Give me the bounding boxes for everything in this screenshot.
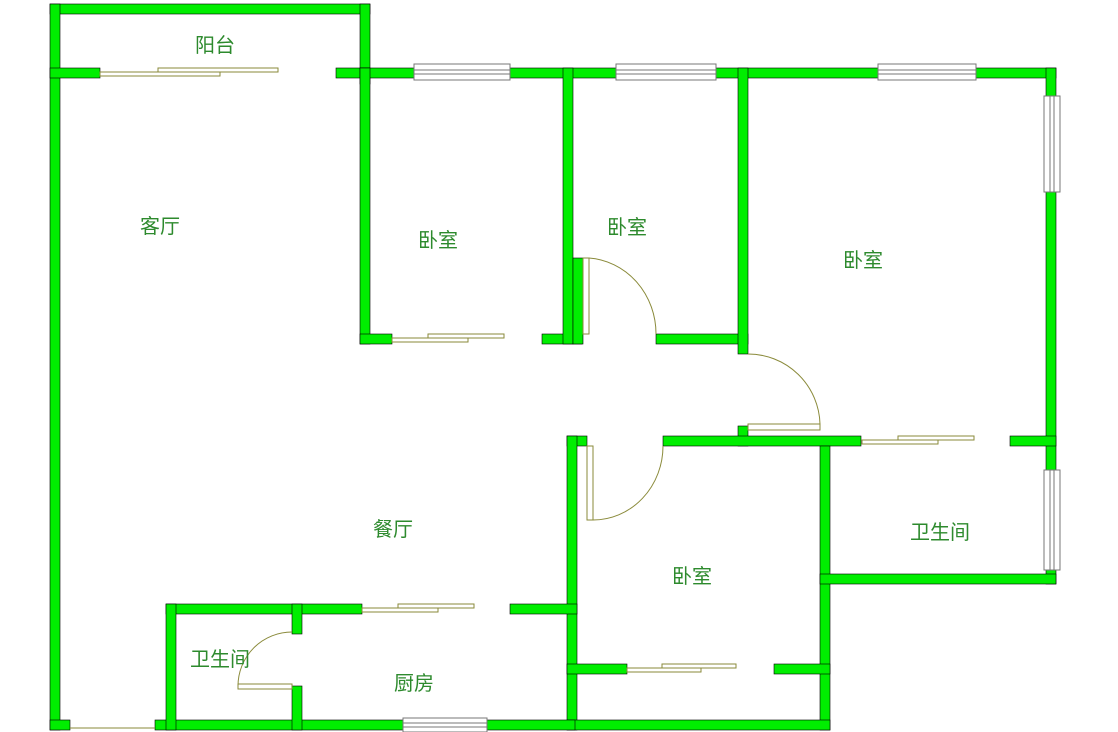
door-swing-arc [747,353,821,425]
sliding-door-panel [361,607,439,613]
sliding-door-panel [99,71,221,77]
window [877,63,977,81]
wall-segment [566,435,578,731]
door-leaf [582,257,590,335]
window [413,63,511,81]
wall-segment [291,685,303,731]
sliding-door-panel [661,663,737,669]
wall-segment [1045,67,1057,99]
sliding-door-panel [397,603,475,609]
wall-segment [509,603,578,615]
wall-segment [49,3,61,731]
window [615,63,717,81]
wall-segment [737,67,749,355]
wall-segment [973,67,1057,79]
room-label-bedroom-4: 卧室 [672,564,712,588]
room-label-dining-room: 餐厅 [373,517,413,541]
room-label-bathroom-2: 卫生间 [910,520,970,544]
wall-segment [773,663,831,675]
wall-segment [165,603,177,731]
wall-segment [572,257,584,345]
room-label-bedroom-2: 卧室 [607,215,647,239]
window [1043,469,1061,571]
wall-segment [154,719,406,731]
sliding-door-panel [157,67,279,73]
room-label-bathroom-1: 卫生间 [190,647,250,671]
wall-segment [49,719,71,731]
door-leaf [237,683,293,690]
room-label-kitchen: 厨房 [394,671,434,695]
wall-segment [562,67,574,345]
windows [402,63,1061,732]
door-swing-arc [237,631,293,687]
wall-segment [49,3,371,15]
wall-segment [1009,435,1057,447]
sliding-door-panel [861,439,939,445]
wall-segment [359,67,371,345]
sliding-door-panel [427,333,505,339]
wall-segment [819,573,1057,585]
wall-segment [566,719,831,731]
window [1043,95,1061,193]
window [402,717,488,732]
room-label-bedroom-3: 卧室 [843,248,883,272]
sliding-door-panel [897,435,975,441]
wall-segment [1045,189,1057,471]
wall-segment [484,719,576,731]
wall-segment [655,333,749,345]
door-swing-arc [592,445,664,521]
door-leaf [747,423,821,431]
doors [70,67,975,729]
sliding-door-panel [391,337,469,343]
walls [49,3,1057,731]
room-label-living-room: 客厅 [140,214,180,238]
sliding-door-panel [626,667,702,673]
room-label-bedroom-1: 卧室 [418,228,458,252]
wall-segment [566,663,628,675]
wall-segment [291,603,303,635]
wall-segment [359,333,393,345]
door-leaf [586,445,594,521]
wall-segment [662,435,862,447]
room-label-balcony: 阳台 [195,33,235,57]
wall-segment [49,67,101,79]
door-swing-arc [588,257,657,335]
wall-segment [819,445,831,731]
wall-segment [165,603,363,615]
